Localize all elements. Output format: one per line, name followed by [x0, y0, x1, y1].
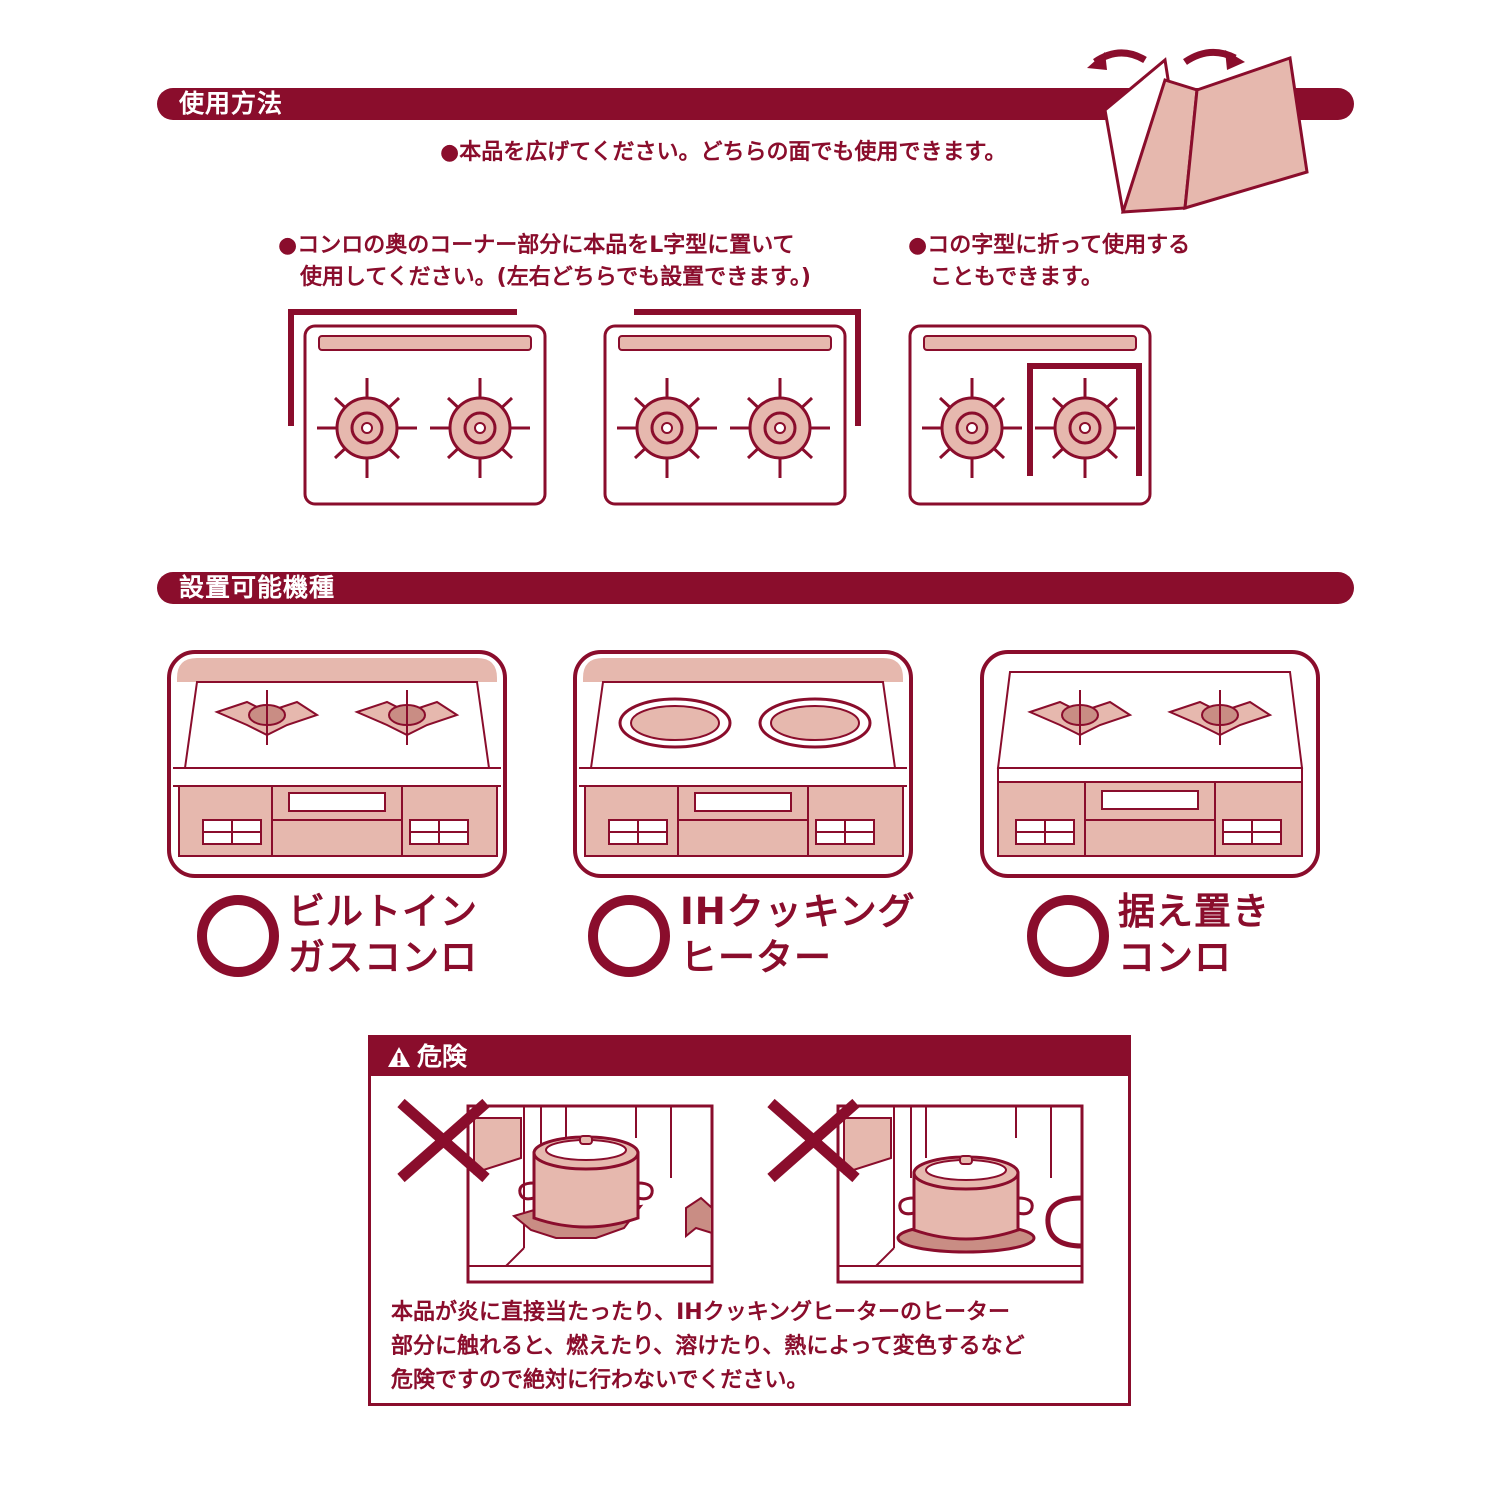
- models-section-bar: 設置可能機種: [157, 572, 1354, 604]
- stove-diagram-u-shape: [908, 324, 1152, 506]
- danger-box: 危険: [368, 1035, 1131, 1406]
- model-label-tabletop-line1: 据え置き: [1118, 890, 1270, 933]
- danger-text-line3: 危険ですので絶対に行わないでください。: [391, 1368, 809, 1393]
- warning-triangle-icon: [388, 1047, 410, 1067]
- ok-circle-icon: [197, 895, 279, 977]
- ok-circle-icon: [1027, 895, 1109, 977]
- danger-text-line2: 部分に触れると、燃えたり、溶けたり、熱によって変色するなど: [391, 1334, 1025, 1359]
- models-section-title: 設置可能機種: [179, 573, 336, 602]
- model-label-builtin-line2: ガスコンロ: [288, 936, 478, 979]
- ih-cooking-heater-illustration: [573, 650, 913, 878]
- ih-hazard-illustration: [767, 1098, 1084, 1284]
- builtin-gas-stove-illustration: [167, 650, 507, 878]
- stove-diagram-left-corner: [288, 309, 547, 506]
- model-label-ih-line2: ヒーター: [680, 936, 832, 979]
- danger-text-line1: 本品が炎に直接当たったり、IHクッキングヒーターのヒーター: [391, 1300, 1011, 1325]
- model-label-tabletop-line2: コンロ: [1118, 936, 1232, 979]
- danger-header: 危険: [371, 1038, 1128, 1076]
- folding-sheet-illustration: [1087, 48, 1309, 214]
- usage-note-u-shape-line1: ●コの字型に折って使用する: [908, 233, 1191, 258]
- stove-diagram-right-corner: [603, 309, 861, 506]
- usage-section-title: 使用方法: [179, 89, 284, 118]
- flame-hazard-illustration: [397, 1098, 714, 1284]
- tabletop-stove-illustration: [980, 650, 1320, 878]
- usage-note-l-shape-line1: ●コンロの奥のコーナー部分に本品をL字型に置いて: [278, 233, 795, 258]
- danger-title: 危険: [417, 1042, 468, 1071]
- ok-circle-icon: [588, 895, 670, 977]
- usage-note-spread: ●本品を広げてください。どちらの面でも使用できます。: [440, 140, 1007, 165]
- usage-note-l-shape-line2: 使用してください。(左右どちらでも設置できます。): [300, 265, 811, 290]
- usage-note-u-shape-line2: こともできます。: [930, 265, 1103, 290]
- model-label-builtin-line1: ビルトイン: [288, 890, 478, 933]
- model-label-ih-line1: IHクッキング: [680, 890, 916, 933]
